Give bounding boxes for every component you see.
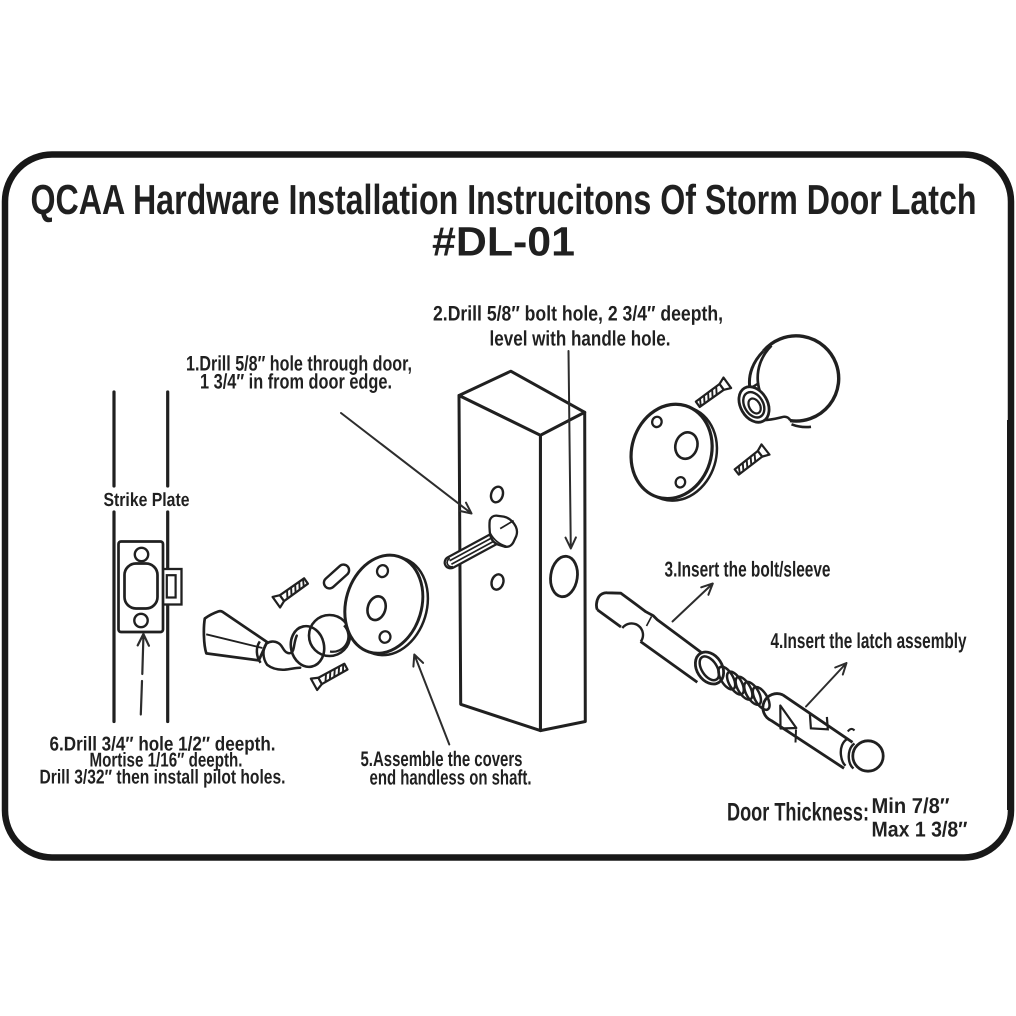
svg-text:Max 1 3/8″: Max 1 3/8″ xyxy=(872,818,968,842)
svg-text:1.Drill 5/8″ hole through doo: 1.Drill 5/8″ hole through door, xyxy=(186,353,412,376)
svg-text:Min 7/8″: Min 7/8″ xyxy=(872,794,950,818)
svg-text:6.Drill 3/4″ hole 1/2″ dee: 6.Drill 3/4″ hole 1/2″ deepth. xyxy=(50,734,276,756)
svg-text:QCAA Hardware Installation Ins: QCAA Hardware Installation Instrucitons … xyxy=(31,176,977,223)
svg-text:5.Assemble the covers: 5.Assemble the covers xyxy=(361,748,523,771)
svg-text:Door Thickness:: Door Thickness: xyxy=(727,799,869,827)
svg-text:1 3/4″ in from door edge.: 1 3/4″ in from door edge. xyxy=(200,371,392,394)
svg-text:Mortise 1/16″ deepth.: Mortise 1/16″ deepth. xyxy=(90,750,243,772)
svg-text:Strike Plate: Strike Plate xyxy=(104,490,190,511)
svg-text:4.Insert the latch assembly: 4.Insert the latch assembly xyxy=(771,629,967,653)
svg-text:3.Insert the bolt/sleeve: 3.Insert the bolt/sleeve xyxy=(665,558,831,582)
svg-text:2.Drill 5/8″ bolt hole, 2 3/4: 2.Drill 5/8″ bolt hole, 2 3/4″ deepth, xyxy=(433,303,723,326)
svg-text:end handless on shaft.: end handless on shaft. xyxy=(370,767,532,790)
svg-text:Drill 3/32″ then install pilo: Drill 3/32″ then install pilot holes. xyxy=(40,767,286,789)
svg-text:level with handle hole.: level with handle hole. xyxy=(490,328,671,351)
svg-text:#DL-01: #DL-01 xyxy=(432,219,575,265)
